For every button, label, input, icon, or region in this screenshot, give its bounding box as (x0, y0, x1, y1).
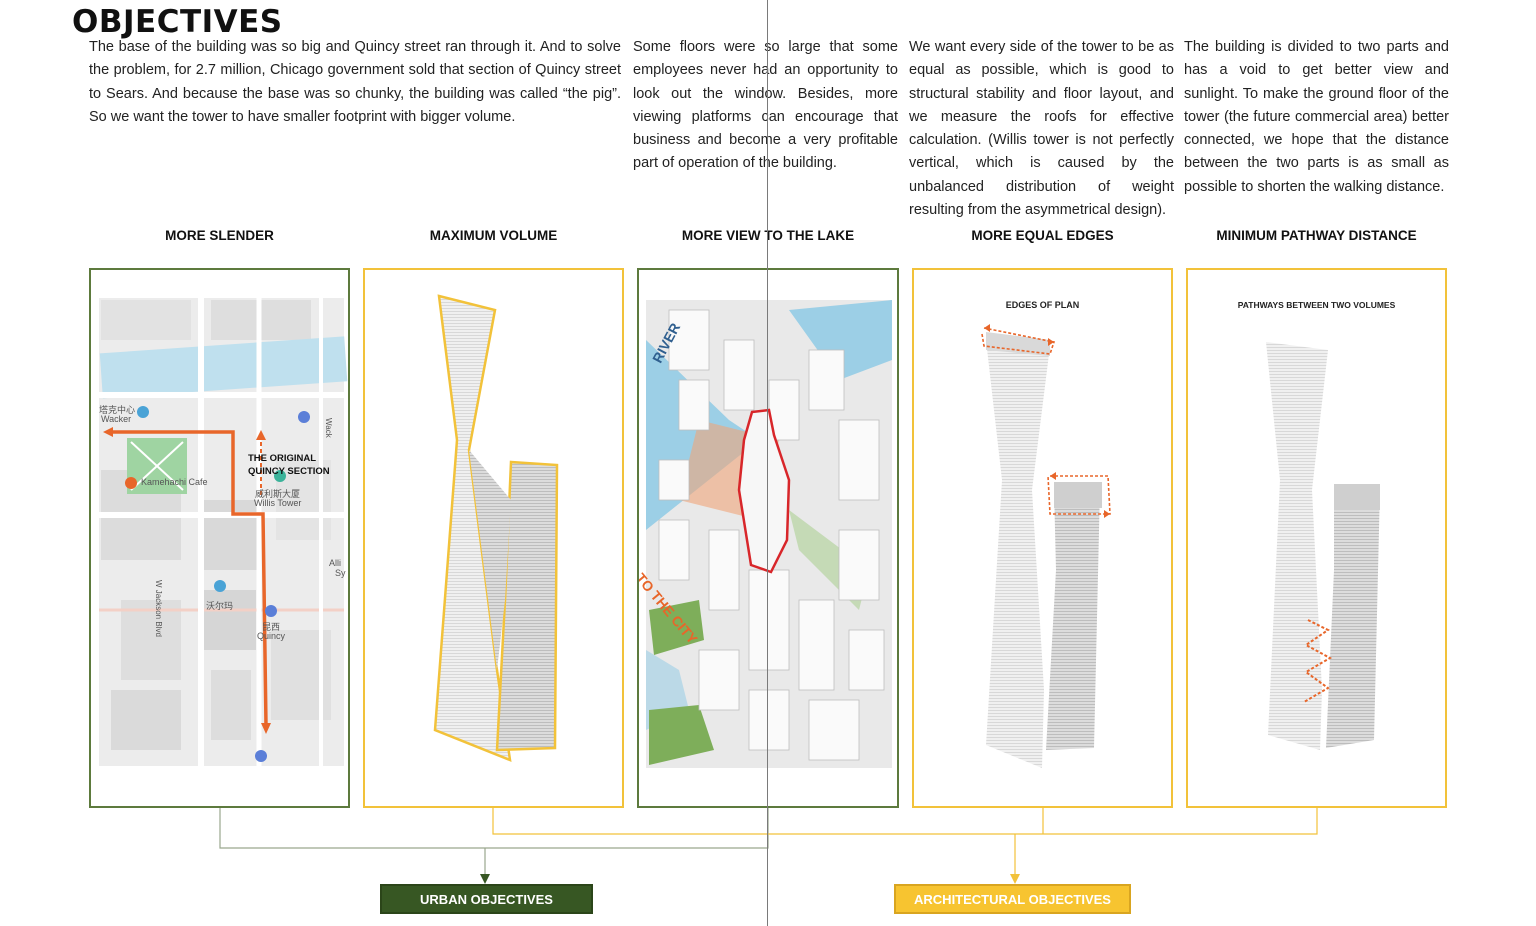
paragraph-view: Some floors were so large that some empl… (633, 39, 898, 172)
label-edges-of-plan: EDGES OF PLAN (1005, 300, 1080, 310)
panel-view: RIVER TO THE CITY (637, 268, 899, 808)
page-title: OBJECTIVES (72, 4, 283, 40)
paragraph-slender-volume: The base of the building was so big and … (89, 39, 621, 125)
label-pathways: PATHWAYS BETWEEN TWO VOLUMES (1237, 300, 1396, 310)
panel-edges: EDGES OF PLAN (912, 268, 1173, 808)
tower-volume-drawing (433, 294, 559, 762)
map-label-walmart: 沃尔玛 (206, 601, 234, 611)
map-label-quincy: Quincy (257, 631, 286, 641)
panel-pathway: PATHWAYS BETWEEN TWO VOLUMES (1186, 268, 1447, 808)
map-label-alli: Alli (329, 558, 342, 568)
heading-maximum-volume: MAXIMUM VOLUME (429, 228, 558, 243)
tower-pathway-drawing (1266, 342, 1380, 750)
paragraph-edges: We want every side of the tower to be as… (909, 39, 1174, 219)
urban-objectives-button[interactable]: URBAN OBJECTIVES (380, 884, 593, 914)
map-label-original-section: THE ORIGINAL QUINCY SECTION (248, 453, 330, 477)
paragraph-pathway: The building is divided to two parts and… (1184, 39, 1449, 195)
map-label-willis-cn: 威利斯大厦 (255, 489, 301, 499)
map-label-sy: Sy (335, 568, 346, 578)
tower-edges-drawing (981, 324, 1111, 768)
panel-volume (363, 268, 624, 808)
map-label-wacker: Wacker (101, 414, 132, 424)
page-divider-line (767, 0, 768, 926)
street-map (99, 298, 348, 766)
architectural-objectives-button[interactable]: ARCHITECTURAL OBJECTIVES (894, 884, 1131, 914)
heading-more-equal-edges: MORE EQUAL EDGES (971, 228, 1114, 243)
city-view-drawing (646, 300, 892, 768)
heading-minimum-pathway: MINIMUM PATHWAY DISTANCE (1216, 228, 1417, 243)
map-label-wacker-cn: 塔克中心 (99, 405, 136, 415)
panel-map: 塔克中心 Wacker Kamehachi Cafe THE ORIGINAL … (89, 268, 350, 808)
map-label-willis: Willis Tower (254, 498, 302, 508)
map-label-quincy-cn: 昆西 (262, 622, 281, 632)
map-label-cafe: Kamehachi Cafe (141, 477, 208, 487)
heading-more-slender: MORE SLENDER (165, 228, 274, 243)
